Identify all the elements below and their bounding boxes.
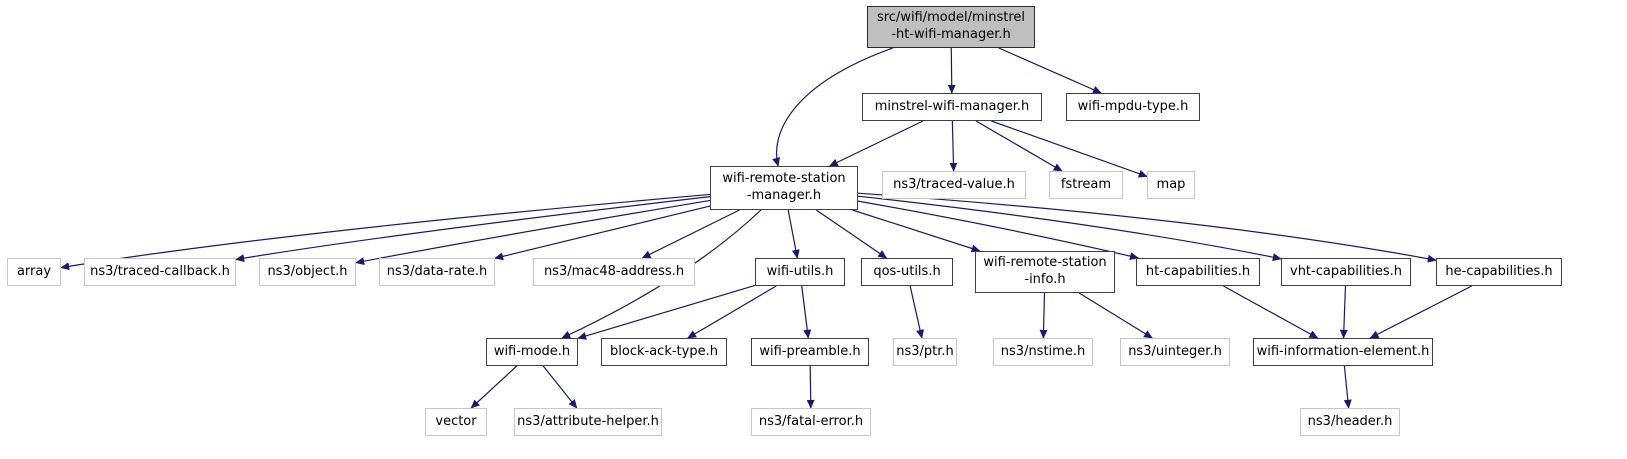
graph-node-array: array xyxy=(7,258,61,286)
graph-node-preamble[interactable]: wifi-preamble.h xyxy=(751,338,869,366)
graph-node-mac48: ns3/mac48-address.h xyxy=(533,258,695,286)
edge-wrsm-to-ht xyxy=(857,200,1139,261)
graph-node-wifi_mode[interactable]: wifi-mode.h xyxy=(486,338,578,366)
edge-wrsm-to-he xyxy=(857,192,1437,263)
graph-node-attr_helper: ns3/attribute-helper.h xyxy=(514,408,662,436)
graph-node-mpdu[interactable]: wifi-mpdu-type.h xyxy=(1066,93,1200,121)
edge-wifi_mode-to-attr_helper xyxy=(542,365,578,409)
graph-node-main: src/wifi/model/minstrel -ht-wifi-manager… xyxy=(867,6,1035,48)
graph-node-fstream: fstream xyxy=(1049,171,1123,199)
edge-preamble-to-fatal xyxy=(806,365,815,409)
edge-wifi_mode-to-vector xyxy=(470,365,518,409)
graph-node-minstrel[interactable]: minstrel-wifi-manager.h xyxy=(862,93,1042,121)
graph-node-block_ack[interactable]: block-ack-type.h xyxy=(601,338,727,366)
edge-qos_utils-to-ptr xyxy=(909,285,924,339)
graph-node-fatal: ns3/fatal-error.h xyxy=(751,408,871,436)
edge-main-to-minstrel xyxy=(947,47,956,94)
edge-wrsm-to-data_rate xyxy=(494,205,711,261)
edge-wrsm-to-info xyxy=(852,209,981,253)
edge-wifi_utils-to-block_ack xyxy=(687,285,777,339)
edge-minstrel-to-traced_value xyxy=(949,120,958,172)
graph-node-qos_utils[interactable]: qos-utils.h xyxy=(861,258,953,286)
graph-node-data_rate: ns3/data-rate.h xyxy=(379,258,495,286)
edge-wifi_utils-to-preamble xyxy=(801,285,812,339)
edge-minstrel-to-fstream xyxy=(975,120,1063,172)
graph-node-traced_callback: ns3/traced-callback.h xyxy=(84,258,236,286)
edge-he-to-wie xyxy=(1369,285,1472,339)
graph-node-header: ns3/header.h xyxy=(1300,408,1400,436)
edge-wie-to-header xyxy=(1343,365,1352,409)
edge-info-to-nstime xyxy=(1039,292,1048,339)
edge-wrsm-to-vht xyxy=(857,195,1282,262)
edge-wrsm-to-object xyxy=(355,199,711,266)
edge-ht-to-wie xyxy=(1223,285,1319,339)
edge-wifi_utils-to-wifi_mode xyxy=(577,284,756,340)
graph-node-vht[interactable]: vht-capabilities.h xyxy=(1281,258,1411,286)
graph-node-nstime: ns3/nstime.h xyxy=(993,338,1093,366)
edge-main-to-mpdu xyxy=(998,47,1102,94)
edge-wrsm-to-mac48 xyxy=(641,209,740,259)
graph-node-uinteger: ns3/uinteger.h xyxy=(1120,338,1230,366)
edge-wrsm-to-array xyxy=(60,193,711,271)
graph-node-wifi_utils[interactable]: wifi-utils.h xyxy=(755,258,845,286)
edge-wrsm-to-wifi_utils xyxy=(787,209,800,259)
graph-node-wrsm[interactable]: wifi-remote-station -manager.h xyxy=(710,166,858,210)
graph-node-he[interactable]: he-capabilities.h xyxy=(1436,258,1562,286)
graph-node-vector: vector xyxy=(425,408,487,436)
graph-node-info[interactable]: wifi-remote-station -info.h xyxy=(975,251,1115,293)
edge-info-to-uinteger xyxy=(1078,292,1153,339)
edge-minstrel-to-map xyxy=(991,120,1148,178)
edge-wrsm-to-traced_callback xyxy=(235,196,711,263)
graph-node-ht[interactable]: ht-capabilities.h xyxy=(1136,258,1260,286)
edge-main-to-wrsm xyxy=(772,47,893,167)
graph-node-object: ns3/object.h xyxy=(259,258,356,286)
graph-node-traced_value: ns3/traced-value.h xyxy=(882,171,1026,199)
edge-minstrel-to-wrsm xyxy=(828,120,924,167)
graph-node-ptr: ns3/ptr.h xyxy=(893,338,957,366)
graph-node-map: map xyxy=(1147,171,1195,199)
edge-vht-to-wie xyxy=(1339,285,1348,339)
graph-node-wie[interactable]: wifi-information-element.h xyxy=(1253,338,1433,366)
edge-wrsm-to-qos_utils xyxy=(815,209,888,259)
